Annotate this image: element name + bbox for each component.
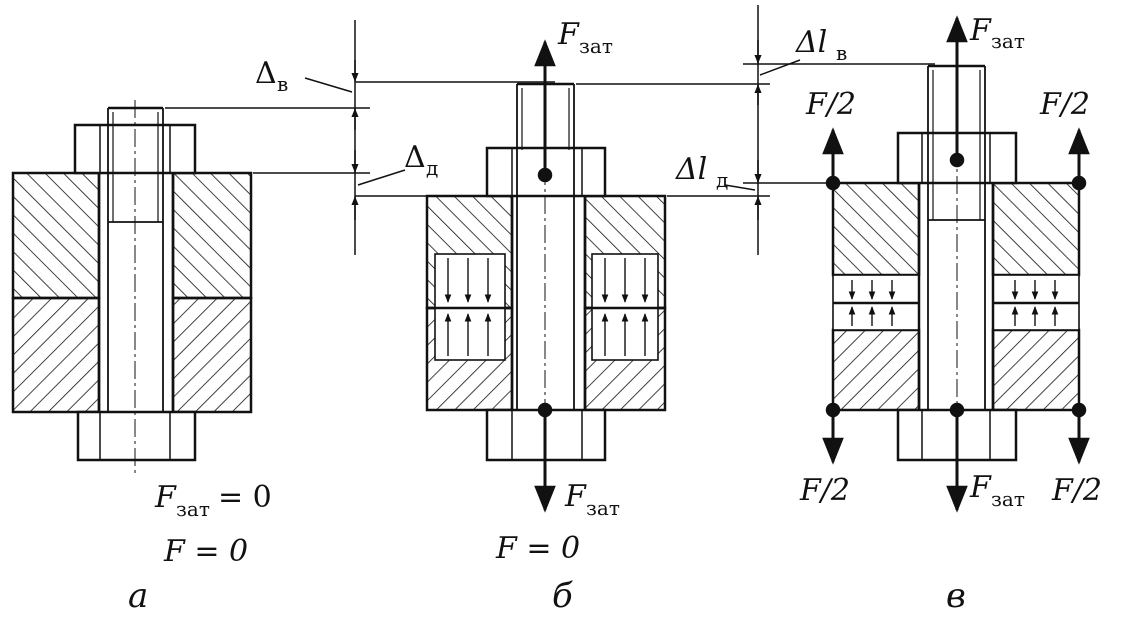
panel-b-top-force-sub: зат <box>579 34 613 58</box>
dl-d-symbol: Δl <box>675 152 707 187</box>
panel-c <box>822 15 1090 513</box>
panel-a-fzat-equals: = 0 <box>218 480 272 515</box>
lower-plate-right <box>171 296 253 414</box>
upper-plate-right-c <box>991 181 1081 277</box>
panel-c-bottom-force: F <box>969 470 992 505</box>
dl-b-subscript: в <box>836 41 847 65</box>
panel-b-bottom-force-sub: зат <box>586 496 620 520</box>
panel-b-bottom-force: F <box>564 479 587 514</box>
panel-c-half-load-bottom-right: F/2 <box>1051 473 1102 508</box>
bolt-head-a <box>76 410 197 462</box>
panel-b-caption: б <box>552 576 573 616</box>
panel-b-load-label: F = 0 <box>495 531 580 566</box>
panel-b <box>425 39 667 513</box>
delta-b-symbol: Δ <box>255 56 277 91</box>
upper-plate-right <box>171 171 253 300</box>
panel-c-half-load-top-left: F/2 <box>805 87 856 122</box>
panel-c-caption: в <box>946 576 966 616</box>
panel-c-half-load-top-right: F/2 <box>1039 87 1090 122</box>
upper-plate-left-c <box>831 181 921 277</box>
delta-b-subscript: в <box>277 72 288 96</box>
elongation-dimensions <box>576 5 935 255</box>
panel-c-top-force-sub: зат <box>991 29 1025 53</box>
panel-c-top-force: F <box>969 13 992 48</box>
panel-a-caption: а <box>128 576 148 616</box>
panel-c-bottom-force-sub: зат <box>991 487 1025 511</box>
lower-plate-left-c <box>831 328 921 412</box>
panel-c-half-load-bottom-left: F/2 <box>799 473 850 508</box>
dl-d-subscript: д <box>716 168 728 192</box>
upper-plate-left <box>11 171 101 300</box>
gap-dimensions <box>165 20 555 255</box>
delta-d-subscript: д <box>426 156 438 180</box>
panel-a-load-label: F = 0 <box>163 534 248 569</box>
lower-plate-right-c <box>991 328 1081 412</box>
dl-b-symbol: Δl <box>795 25 827 60</box>
panel-a <box>11 100 253 475</box>
panel-a-fzat-subscript: зат <box>176 497 210 521</box>
delta-d-symbol: Δ <box>404 140 426 175</box>
panel-b-top-force: F <box>557 17 580 52</box>
panel-a-fzat-label: F <box>154 480 177 515</box>
lower-plate-left <box>11 296 101 414</box>
